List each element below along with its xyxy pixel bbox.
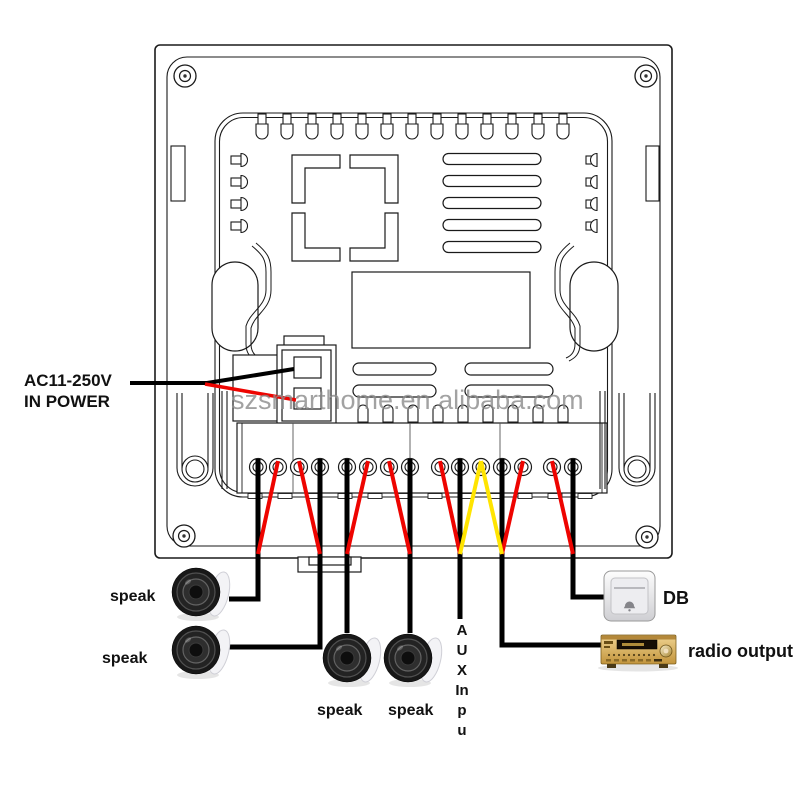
right-keyhole-hook bbox=[599, 391, 656, 489]
power-label-line1: AC11-250V bbox=[24, 371, 112, 390]
speaker-4-label: speak bbox=[388, 702, 434, 719]
wire-red-6 bbox=[500, 460, 525, 555]
red-wires bbox=[256, 460, 575, 555]
watermark-text: szsmarthome.en.alibaba.com bbox=[231, 385, 584, 415]
power-label: AC11-250V IN POWER bbox=[24, 370, 112, 412]
speaker-4-image bbox=[383, 633, 447, 688]
wire-red-2 bbox=[297, 460, 322, 555]
power-pointer-lines bbox=[130, 367, 297, 402]
wire-speaker-1 bbox=[229, 459, 261, 602]
doorbell-label: DB bbox=[663, 588, 689, 608]
bottom-tab bbox=[297, 556, 362, 573]
wire-doorbell bbox=[570, 459, 606, 600]
power-terminal-block bbox=[232, 335, 337, 427]
power-pointer-red bbox=[204, 382, 297, 402]
wire-yellow-left bbox=[458, 460, 483, 555]
speaker-1-image bbox=[171, 567, 235, 622]
central-rectangle bbox=[351, 271, 531, 349]
left-side-tab bbox=[170, 145, 186, 202]
power-label-line2: IN POWER bbox=[24, 392, 110, 411]
wire-speaker-2 bbox=[229, 459, 323, 650]
speaker-3-label: speak bbox=[317, 702, 363, 719]
bell-icon bbox=[623, 601, 636, 612]
radio-output-label: radio output bbox=[688, 641, 793, 661]
lower-slats bbox=[352, 362, 554, 398]
speaker-3-image bbox=[322, 633, 386, 688]
wire-radio-output bbox=[499, 459, 602, 648]
doorbell-button-image bbox=[603, 570, 656, 622]
wires bbox=[229, 459, 606, 650]
speaker-2-label: speak bbox=[102, 650, 148, 667]
vent-slats bbox=[442, 152, 542, 254]
amplifier-image bbox=[598, 634, 678, 672]
left-keyhole-hook bbox=[176, 391, 228, 489]
speaker-1-label: speak bbox=[110, 588, 156, 605]
right-side-tab bbox=[645, 145, 660, 202]
wire-red-3 bbox=[345, 460, 370, 555]
wire-red-5 bbox=[438, 460, 462, 555]
aux-input-label: A U X In p u bbox=[455, 622, 469, 739]
device-back-panel bbox=[154, 44, 673, 573]
speaker-2-image bbox=[171, 625, 235, 680]
yellow-wires bbox=[458, 460, 504, 555]
device-inner-edge bbox=[166, 56, 661, 547]
wire-yellow-right bbox=[479, 460, 504, 555]
wire-red-1 bbox=[256, 460, 280, 555]
right-oval-cutout bbox=[569, 261, 619, 352]
wire-red-4 bbox=[387, 460, 412, 555]
square-bracket-cutout bbox=[291, 154, 399, 262]
wire-red-7 bbox=[550, 460, 575, 555]
speaker-images bbox=[171, 567, 447, 688]
